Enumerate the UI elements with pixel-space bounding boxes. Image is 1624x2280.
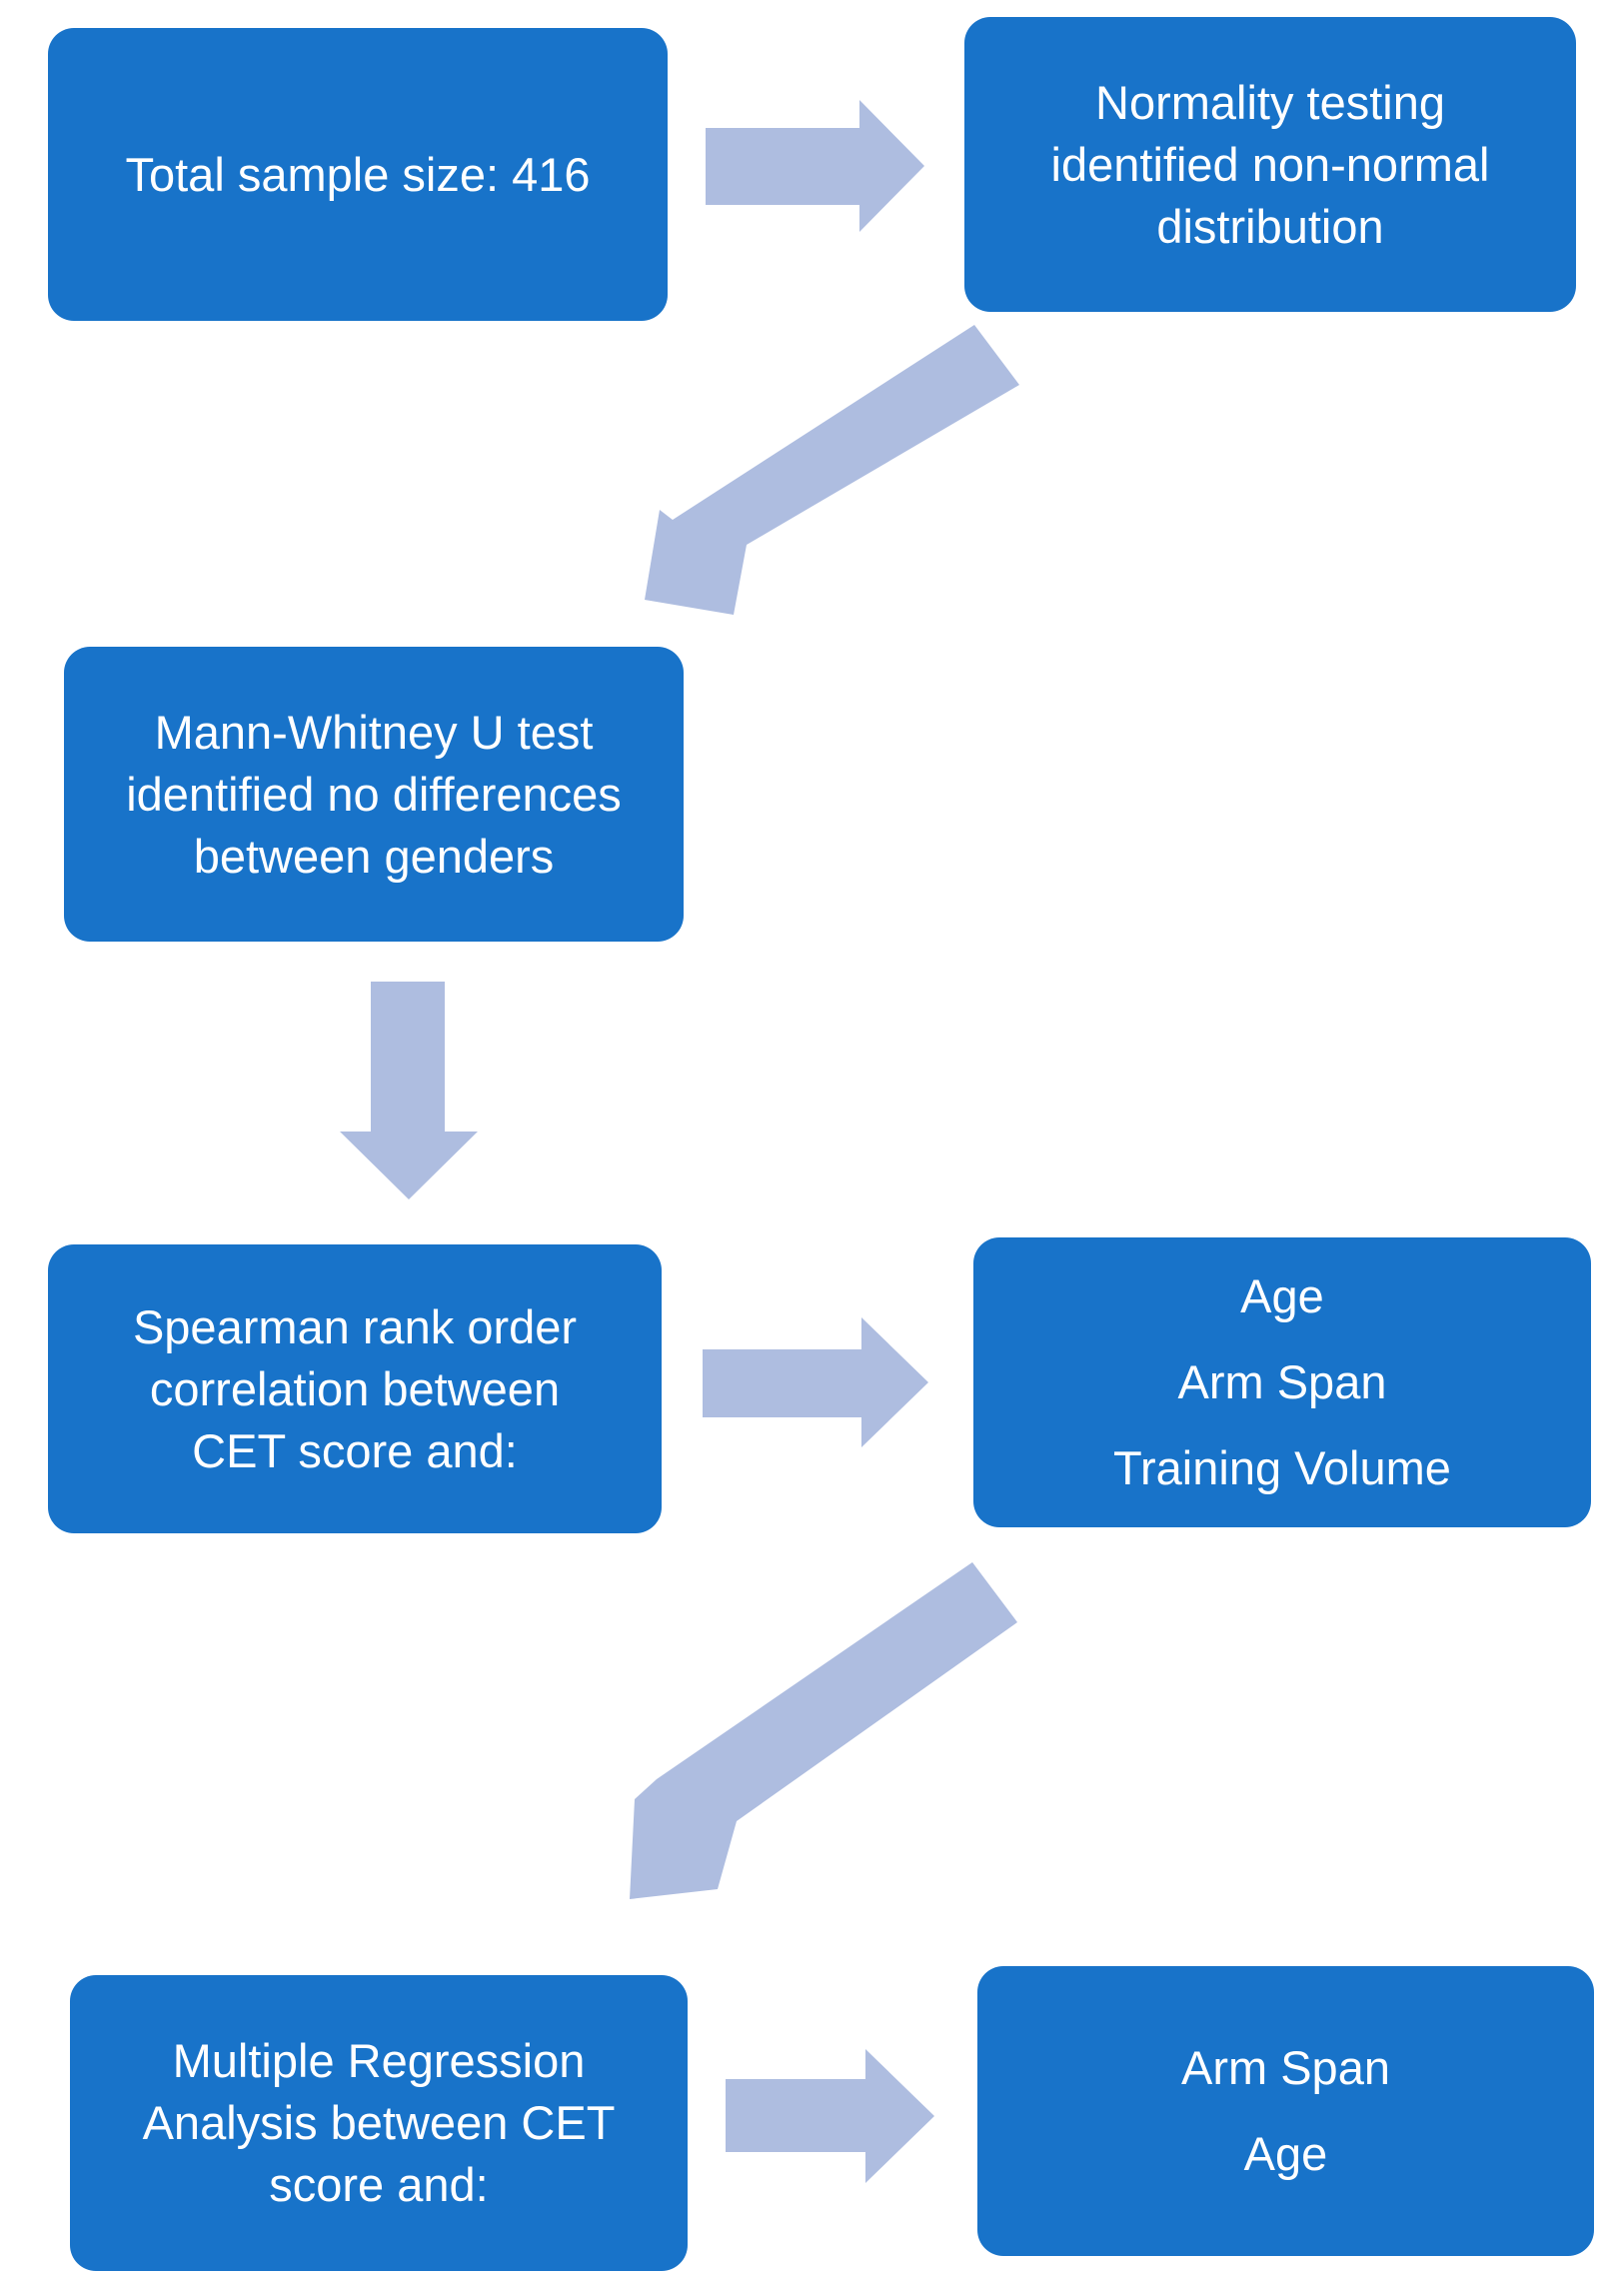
box-line: Normality testing (1095, 75, 1445, 129)
arrow-b1-to-b2 (706, 100, 924, 232)
box-line: CET score and: (192, 1423, 518, 1477)
spearman-correlation-box: Spearman rank order correlation between … (48, 1244, 662, 1533)
arrow-b2-to-b3 (645, 325, 1019, 615)
mann-whitney-box: Mann-Whitney U test identified no differ… (64, 647, 684, 942)
box-line: Total sample size: 416 (125, 147, 591, 201)
arrow-b5-to-b6 (630, 1562, 1017, 1899)
box-line: identified no differences (126, 767, 622, 821)
arrow-b6-to-b7 (726, 2049, 934, 2183)
box-line: Analysis between CET (142, 2096, 616, 2149)
box-line: Training Volume (1113, 1441, 1451, 1494)
box-line: Arm Span (1181, 2041, 1390, 2094)
box-line: Age (1243, 2127, 1328, 2180)
box-line: Age (1240, 1269, 1324, 1322)
correlation-variables-box: Age Arm Span Training Volume (973, 1237, 1591, 1527)
multiple-regression-box: Multiple Regression Analysis between CET… (70, 1975, 688, 2271)
box-line: between genders (193, 829, 555, 883)
normality-testing-box: Normality testing identified non-normal … (964, 17, 1576, 312)
box-line: distribution (1156, 199, 1384, 253)
box-line: Arm Span (1177, 1355, 1387, 1408)
box-line: correlation between (149, 1361, 561, 1415)
box-line: Mann-Whitney U test (154, 705, 594, 759)
box-line: score and: (269, 2158, 489, 2211)
box-line: Spearman rank order (132, 1299, 578, 1353)
box-line: Multiple Regression (172, 2034, 586, 2087)
box-line: identified non-normal (1050, 137, 1490, 191)
total-sample-size-box: Total sample size: 416 (48, 28, 668, 321)
arrow-b4-to-b5 (703, 1317, 928, 1447)
regression-variables-box: Arm Span Age (977, 1966, 1594, 2256)
arrow-b3-to-b4 (340, 982, 478, 1199)
